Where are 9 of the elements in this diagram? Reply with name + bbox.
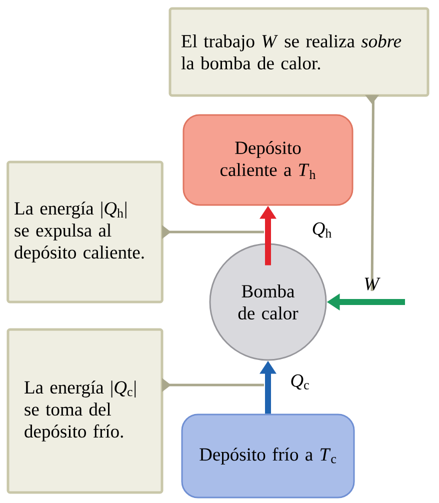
callout-box: La energía |Q$_{h}$| se expulsa al depósito caliente. — [6, 160, 171, 304]
callout-box: La energía |Q$_{c}$| se toma del depósito frío. — [6, 328, 171, 494]
leader-line — [163, 384, 264, 386]
edge-label: Q$_{h}$ — [312, 222, 332, 238]
edge-label: Q$_{c}$ — [291, 374, 309, 390]
edge-label: W — [364, 278, 380, 290]
reservoir-box: Depósito caliente a T$_{h}$ — [182, 114, 354, 206]
reservoir-box: Depósito frío a T$_{c}$ — [181, 414, 355, 498]
callout-box: El trabajo W se realiza sobre la bomba de calor. — [168, 7, 430, 104]
